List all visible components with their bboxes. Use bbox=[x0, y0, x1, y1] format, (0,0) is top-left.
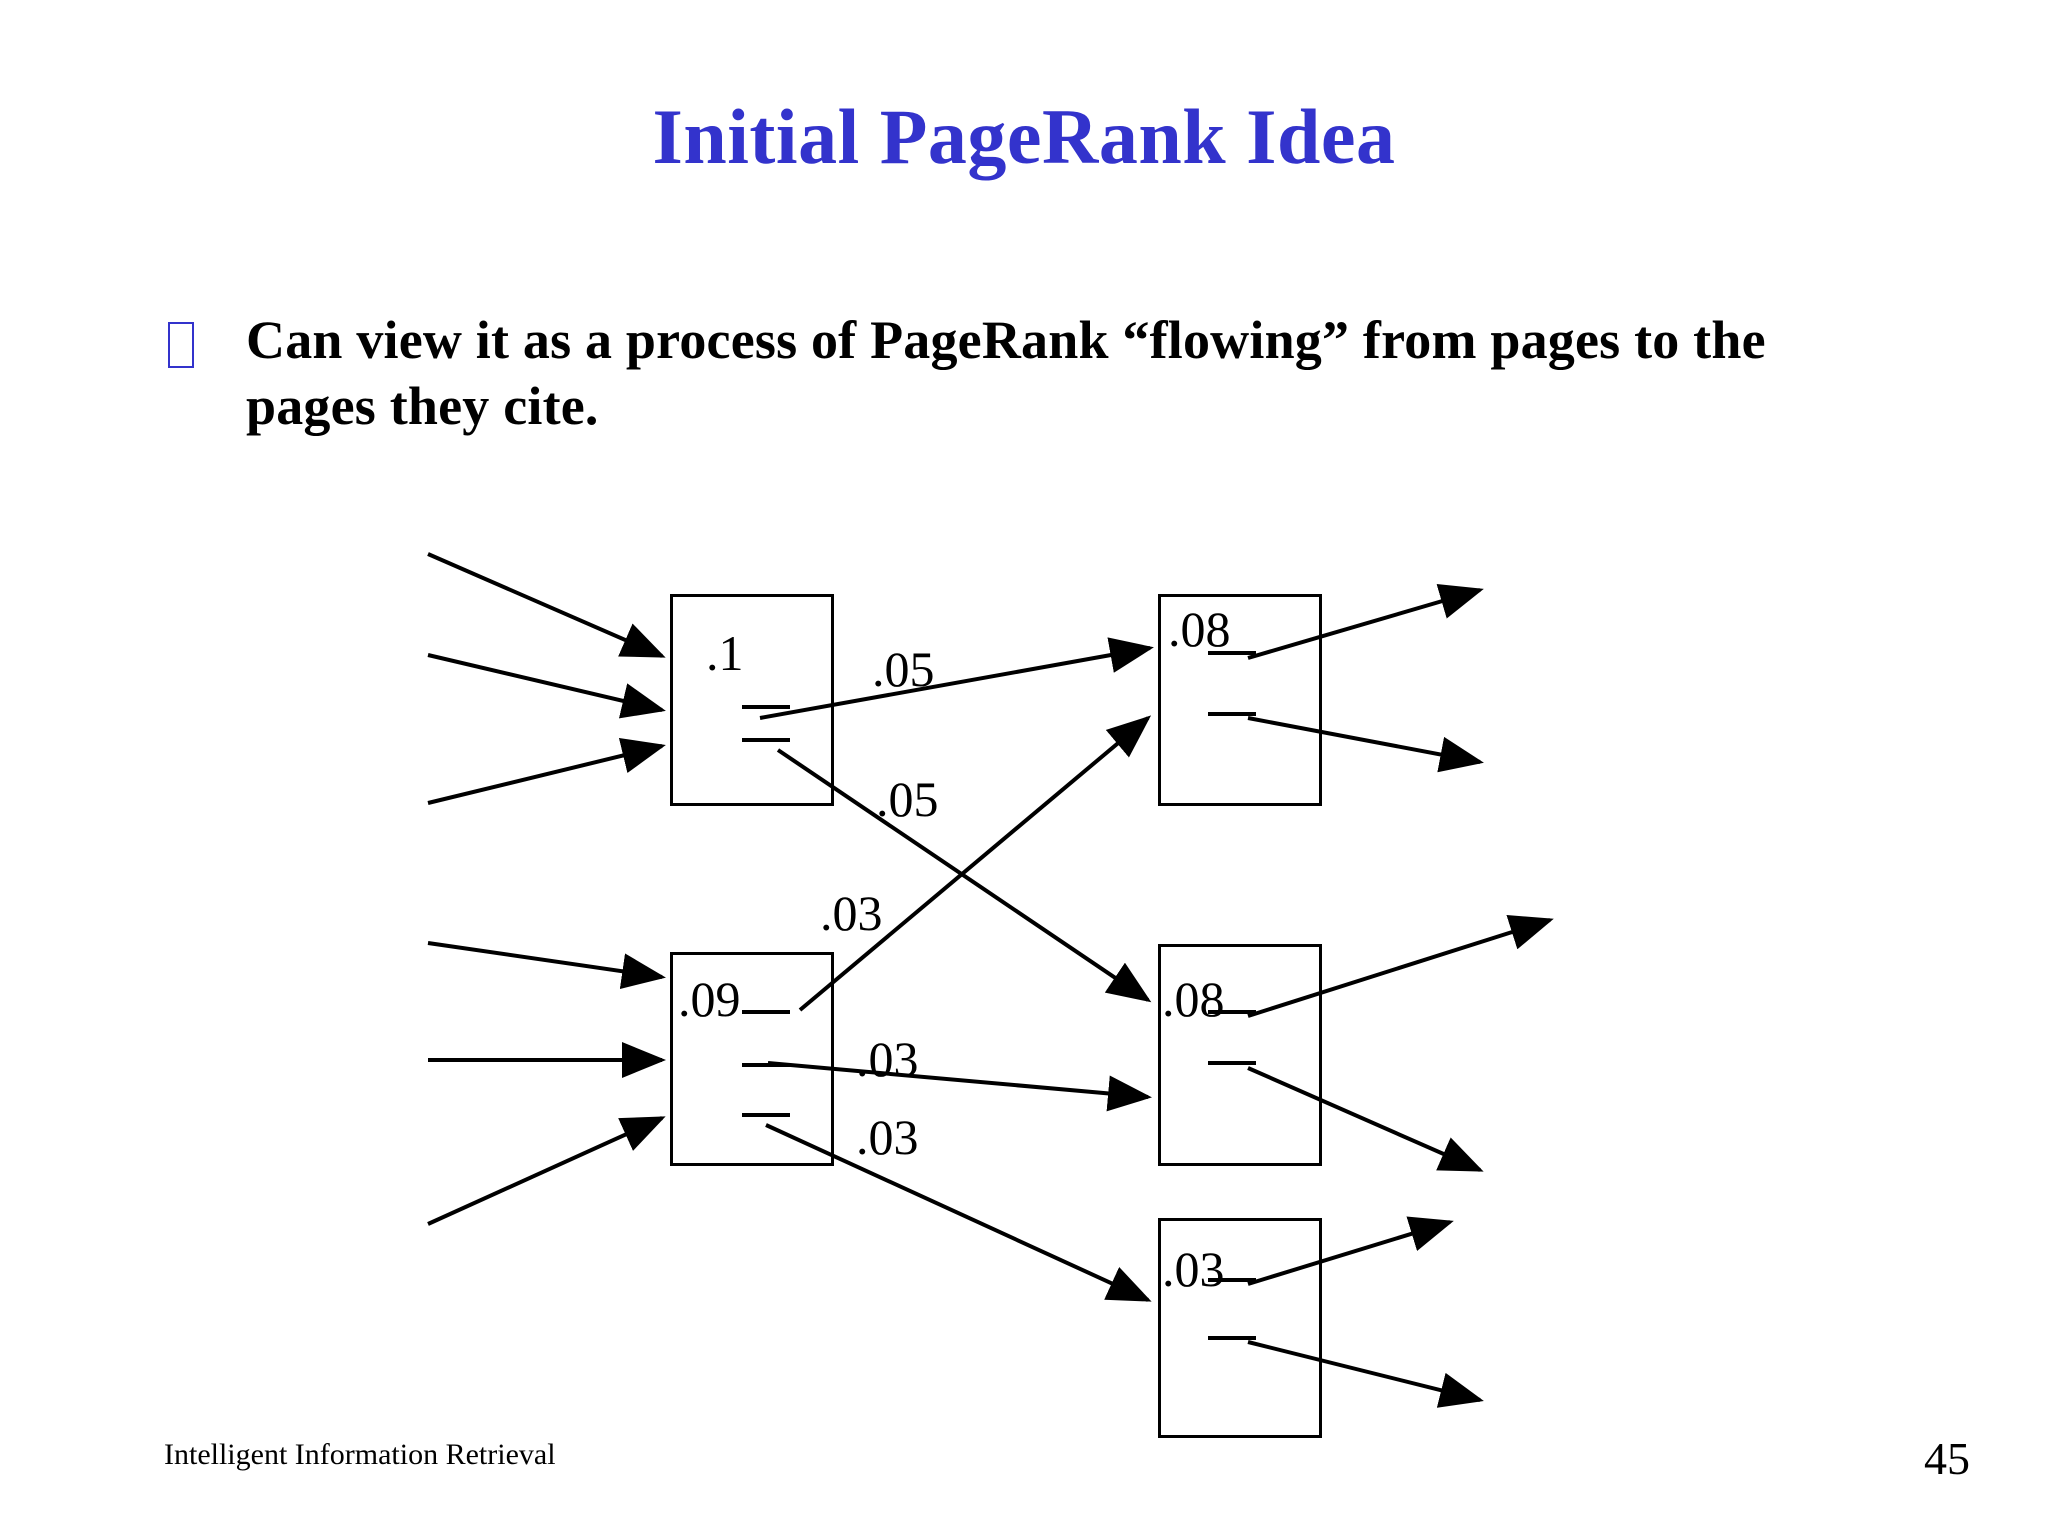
bullet-item-text: Can view it as a process of PageRank “fl… bbox=[246, 310, 1766, 436]
node-label-n3: .08 bbox=[1168, 601, 1231, 657]
edge-label-n1-n4: .05 bbox=[876, 771, 939, 827]
outgoing-arrow-n4-b bbox=[1247, 1066, 1484, 1172]
node-label-n2: .09 bbox=[678, 971, 741, 1027]
page-number: 45 bbox=[1924, 1433, 1970, 1484]
outgoing-arrow-n4-a bbox=[1247, 914, 1554, 1018]
edge-n1-n3 bbox=[759, 637, 1154, 720]
node-label-n1: .1 bbox=[706, 625, 744, 681]
node-box-n4 bbox=[1158, 944, 1322, 1166]
edge-label-n2-n4: .03 bbox=[856, 1031, 919, 1087]
node-box-n2 bbox=[670, 952, 834, 1166]
outgoing-arrow-n3-a bbox=[1247, 583, 1484, 660]
node-box-n1 bbox=[670, 594, 834, 806]
bullet-list: Can view it as a process of PageRank “fl… bbox=[168, 308, 1888, 440]
outgoing-arrow-n5-b bbox=[1247, 1340, 1484, 1408]
edge-label-n2-n3: .03 bbox=[820, 885, 883, 941]
bullet-box-icon bbox=[168, 322, 194, 368]
edge-n2-n5 bbox=[765, 1123, 1152, 1302]
incoming-arrow-n1-a bbox=[427, 552, 666, 658]
incoming-arrow-n2-c bbox=[427, 1116, 666, 1226]
node-label-n4: .08 bbox=[1162, 971, 1225, 1027]
outgoing-arrow-n3-b bbox=[1247, 716, 1484, 773]
edge-n2-n3 bbox=[798, 715, 1152, 1012]
incoming-arrow-n1-c bbox=[427, 737, 666, 805]
incoming-arrow-n1-b bbox=[427, 653, 666, 719]
node-box-n5 bbox=[1158, 1218, 1322, 1438]
outgoing-arrow-n5-a bbox=[1247, 1216, 1454, 1286]
page-title: Initial PageRank Idea bbox=[652, 93, 1396, 180]
node-box-n3 bbox=[1158, 594, 1322, 806]
edge-label-n2-n5: .03 bbox=[856, 1109, 919, 1165]
footer-label: Intelligent Information Retrieval bbox=[164, 1438, 556, 1471]
incoming-arrow-n2-a bbox=[427, 941, 666, 990]
node-label-n5: .03 bbox=[1162, 1241, 1225, 1297]
edge-label-n1-n3: .05 bbox=[872, 641, 935, 697]
